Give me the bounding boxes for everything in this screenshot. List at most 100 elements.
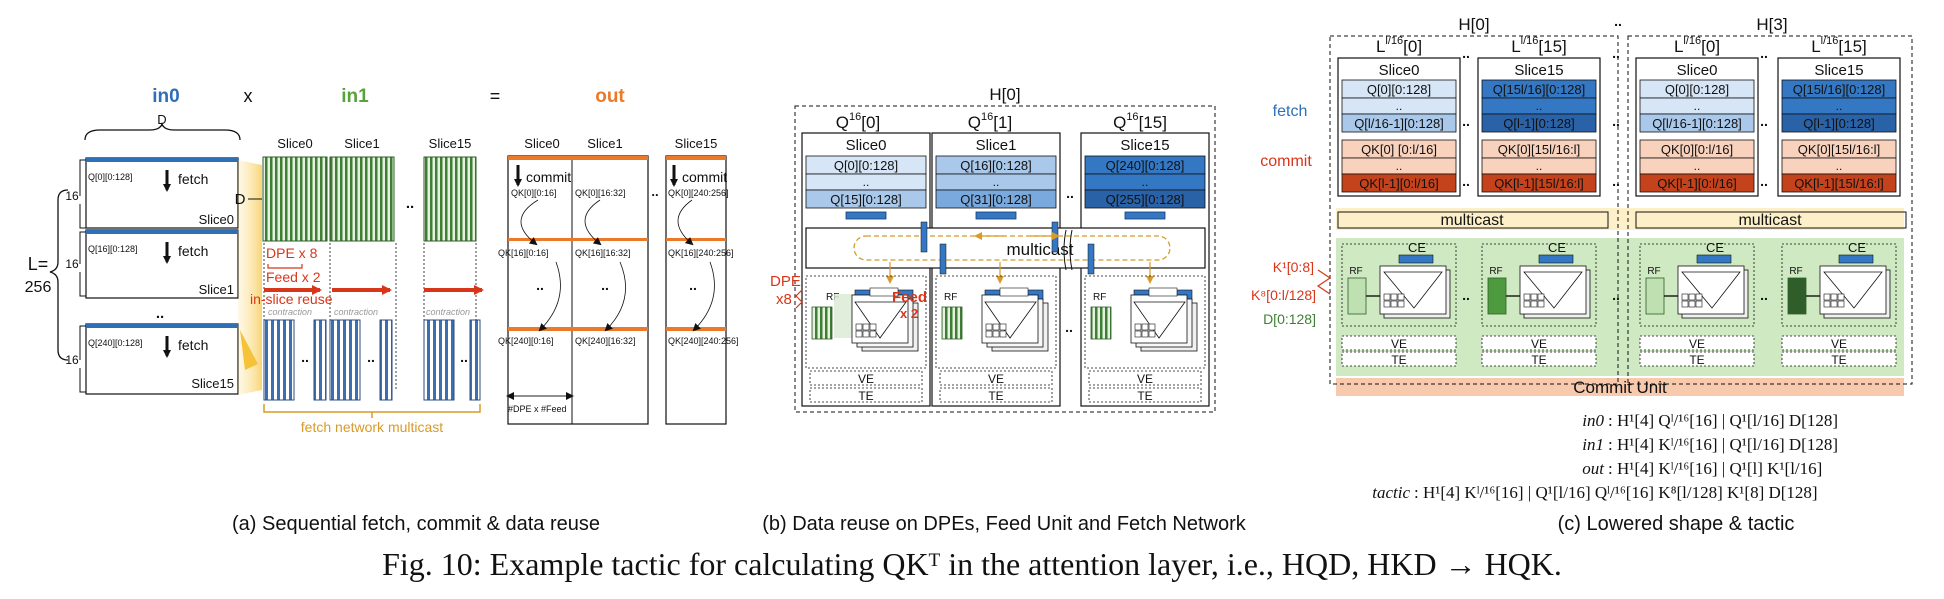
sixteen-label-0: 16 [65,189,79,203]
c-q-text-2-0: Q[0][0:128] [1665,82,1729,97]
commit-label-0: commit [526,169,571,185]
svg-text:..: .. [1142,175,1149,189]
commit-band [1336,378,1904,396]
x8-annot: x8 [776,291,792,308]
dpe-stack-1: .. [329,319,393,401]
qk-label-r1c0: QK[16][0:16] [498,248,549,258]
axis-break [1063,229,1073,271]
qk-label-r1c1: QK[16][16:32] [575,248,631,258]
ce-feed-icon [1398,254,1434,264]
multicast-band [1336,208,1904,230]
svg-text:Q[0][0:128]: Q[0][0:128] [834,158,898,173]
dpe-bracket [267,264,303,269]
svg-text:VE: VE [1137,372,1153,386]
feed-unit-icon [975,211,1017,220]
in0-row-q-0: Q[0][0:128] [88,172,133,182]
svg-text:..: .. [460,349,468,365]
feed-link-bar [920,221,928,253]
c-column-header-0: Ll/16[0] [1376,35,1422,56]
sixteen-bracket-0 [79,159,86,229]
fetch-network-multicast-label: fetch network multicast [301,419,443,435]
rf-register-icon [1787,277,1807,315]
panel-b: H[0] Q16[0] Slice0 Q[0][0:128] .. Q[15][… [762,85,1247,535]
feed-link-bar [1087,243,1095,275]
c-ce-label-2: CE [1706,240,1724,255]
ce-feed-icon [1538,254,1574,264]
c-slice-label-2: Slice0 [1677,62,1718,79]
out-grid-right [665,155,727,425]
in0-row-slice-1: Slice1 [199,282,234,297]
svg-text:Q[255][0:128]: Q[255][0:128] [1106,192,1185,207]
in0-row-slice-2: Slice15 [191,376,234,391]
qk-label-r2c1: QK[240][16:32] [575,336,636,346]
dpe-stack-2: .. [423,319,481,401]
k8-label: K⁸[0:l/128] [1251,287,1316,303]
d-brace [84,121,241,141]
out-slice-label-2: Slice15 [675,136,718,151]
sixteen-bracket-1 [79,231,86,297]
qk-label-r0c2: QK[0][240:256] [668,188,729,198]
out-slice-label-1: Slice1 [587,136,622,151]
c-pe-region [1481,243,1597,327]
svg-text:Slice0: Slice0 [846,137,887,154]
multicast-box [805,227,1206,269]
in-slice-reuse-label: in-slice reuse [250,291,333,307]
dpe-annot: DPE [770,273,801,290]
c-q-text-2-1: .. [1694,99,1701,113]
c-qk-text-0-2: QK[l-1][0:l/16] [1359,176,1438,191]
c-slice-label-3: Slice15 [1814,62,1863,79]
svg-text:RF: RF [1093,292,1106,303]
qk-label-r1c2: QK[16][240:256] [668,248,734,258]
caption-c: (c) Lowered shape & tactic [1558,513,1795,535]
sixteen-label-2: 16 [65,353,79,367]
svg-text:Q16[0]: Q16[0] [836,111,880,132]
c-slice-column-1: Ll/16[15]Slice15Q[15l/16][0:128]..Q[l-1]… [1477,35,1601,367]
fetch-label-0: fetch [178,171,208,187]
qk-label-r0c0: QK[0][0:16] [511,188,557,198]
dpe-region-2: RF VE TE [1084,275,1206,403]
svg-text:VE: VE [858,372,874,386]
c-slice-label-0: Slice0 [1379,62,1420,79]
c-qk-text-1-0: QK[0][15l/16:l] [1498,142,1580,157]
c-rf-label-3: RF [1789,266,1802,277]
curve-arrow [692,261,715,332]
in1-slice-label-1: Slice1 [344,136,379,151]
h0-label: H[0] [989,85,1020,104]
tactic-rhs-3: : H¹[4] Kˡ/¹⁶[16] | Q¹[l/16] Qˡ/¹⁶[16] K… [1414,483,1818,502]
c-ve-label-3: VE [1831,337,1847,351]
multicast-label-c0: multicast [1440,212,1504,229]
c-q-text-0-1: .. [1396,99,1403,113]
c-pe-region [1341,243,1457,327]
tactic-rhs-0: : H¹[4] Qˡ/¹⁶[16] | Q¹[l/16] D[128] [1608,411,1838,430]
b-ellipsis-top: .. [1066,185,1074,201]
c-q-cell [1481,113,1597,133]
multicast-box-c1 [1635,211,1907,229]
in1-slice-block-2 [423,156,477,242]
sixteen-label-1: 16 [65,257,79,271]
b-ellipsis-bottom: .. [1065,319,1073,335]
in0-label: in0 [152,86,179,107]
h0-label-c: H[0] [1458,15,1489,34]
c-ve-label-2: VE [1689,337,1705,351]
c-slice-label-1: Slice15 [1514,62,1563,79]
h3-label-c: H[3] [1756,15,1787,34]
c-q-cell [1781,113,1897,133]
caption-b: (b) Data reuse on DPEs, Feed Unit and Fe… [762,513,1247,535]
out-col-ellipsis-2: .. [689,277,697,293]
c-q-text-1-0: Q[15l/16][0:128] [1493,82,1586,97]
commit-label-1: commit [682,169,727,185]
c-slice-column-3: Ll/16[15]Slice15Q[15l/16][0:128]..Q[l-1]… [1777,35,1901,367]
c-q-text-0-2: Q[l/16-1][0:128] [1354,116,1444,131]
feed-annot: Feed [892,289,927,306]
c-ellipsis-2-2: .. [1760,173,1768,189]
equals-symbol: = [490,86,501,106]
svg-text:Slice1: Slice1 [976,137,1017,154]
curve-arrow [604,261,626,332]
slice-column-0: Q16[0] Slice0 Q[0][0:128] .. Q[15][0:128… [801,111,931,407]
c-column-header-3: Ll/16[15] [1811,35,1867,56]
c-qk-text-1-1: .. [1536,159,1543,173]
c-qk-text-3-1: .. [1836,159,1843,173]
in0-row-q-1: Q[16][0:128] [88,244,138,254]
tactic-rhs-2: : H¹[4] Kˡ/¹⁶[16] | Q¹[l] K¹[l/16] [1608,459,1822,478]
